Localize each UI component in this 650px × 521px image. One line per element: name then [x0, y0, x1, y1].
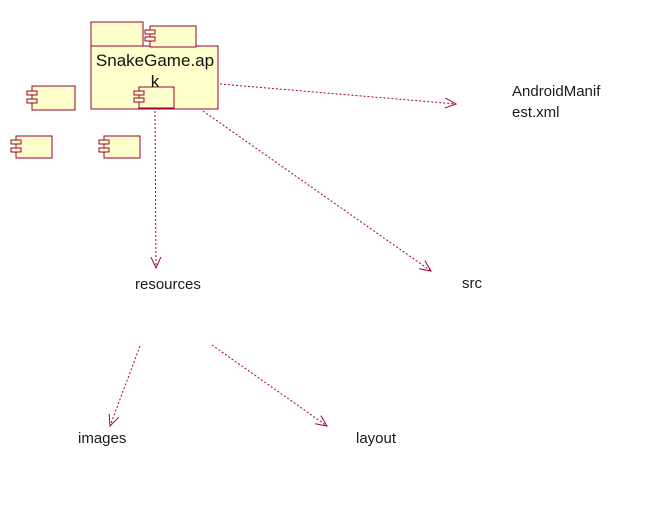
edge-resources-to-layout	[211, 344, 328, 427]
component-icon[interactable]	[26, 85, 76, 111]
snakegame-package[interactable]	[90, 21, 219, 110]
component-icon	[133, 86, 175, 109]
edge-resources-to-images	[108, 345, 141, 428]
images-label[interactable]: images	[78, 430, 127, 447]
src-label[interactable]: src	[462, 275, 482, 292]
edge-package-to-manifest	[219, 83, 458, 109]
component-icon	[144, 25, 197, 48]
component-icon[interactable]	[10, 135, 53, 159]
component-icon[interactable]	[98, 135, 141, 159]
manifest-label[interactable]: AndroidManifest.xml	[512, 83, 601, 121]
package-name[interactable]: SnakeGame.apk	[95, 51, 215, 91]
edge-package-to-src	[202, 110, 432, 272]
edge-package-to-resources	[150, 110, 162, 270]
layout-label[interactable]: layout	[356, 430, 397, 447]
resources-label[interactable]: resources	[135, 276, 201, 293]
